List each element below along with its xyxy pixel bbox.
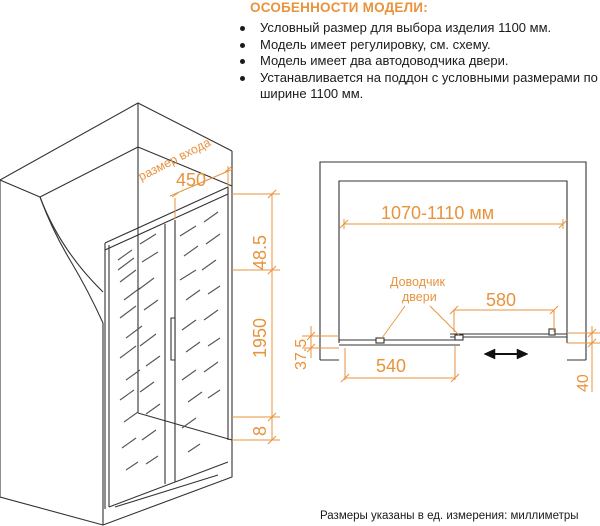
height-dimensions (232, 189, 280, 445)
height-upper: 48.5 (250, 235, 270, 270)
height-main: 1950 (250, 318, 270, 358)
floor-line (102, 440, 233, 526)
right-offset: 40 (575, 374, 592, 392)
fixed-width: 540 (376, 356, 406, 376)
features-title: ОСОБЕННОСТИ МОДЕЛИ: (250, 0, 428, 15)
width-range-dimension (339, 219, 568, 229)
door-bottom-rail (108, 461, 229, 508)
closer-leaders (381, 305, 460, 339)
features-block: ОСОБЕННОСТИ МОДЕЛИ: Условный размер для … (230, 0, 600, 103)
bullet-icon (240, 59, 245, 64)
sliding-panel (450, 333, 567, 338)
glass-pattern (117, 211, 221, 471)
top-back-edge (39, 146, 233, 198)
door-handle-plan (548, 328, 556, 336)
closer-label-2: двери (402, 290, 437, 304)
plan-view (319, 161, 587, 361)
tray-inner (114, 474, 219, 508)
bullet-icon (240, 75, 245, 81)
left-offset-dimension (302, 326, 339, 358)
closer-block-left (375, 337, 385, 344)
door-width-dimension (449, 305, 559, 332)
slide-arrow-icon (483, 348, 529, 360)
units-footnote: Размеры указаны в ед. измерения: миллиме… (320, 510, 579, 522)
feature-item: Устанавливается на поддон с условными ра… (230, 70, 600, 103)
door-handle (170, 317, 176, 361)
plan-walls (319, 161, 587, 360)
arch-inner (39, 196, 104, 293)
bullet-icon (240, 42, 245, 48)
feature-item: Модель имеет регулировку, см. схему. (230, 37, 600, 54)
feature-item: Модель имеет два автодоводчика двери. (230, 53, 600, 70)
closer-block-right (454, 334, 464, 341)
door-frame (104, 186, 229, 509)
fixed-panel (339, 339, 460, 346)
fixed-width-dimension (340, 346, 460, 383)
left-wall (0, 102, 233, 526)
door-top-rail (104, 193, 229, 251)
left-offset: 37.5 (293, 339, 310, 370)
entry-width: 450 (176, 170, 206, 190)
door-width: 580 (486, 290, 516, 310)
right-offset-dimension (567, 326, 600, 392)
bullet-icon (240, 26, 245, 31)
arch-cut (0, 179, 104, 324)
closer-label-1: Доводчик (390, 275, 446, 289)
height-lower: 8 (250, 426, 270, 436)
feature-item: Условный размер для выбора изделия 1100 … (230, 20, 600, 37)
features-list: Условный размер для выбора изделия 1100 … (230, 20, 600, 103)
perspective-view (0, 102, 233, 526)
width-range: 1070-1110 мм (381, 203, 494, 223)
entry-dimension (169, 166, 234, 219)
